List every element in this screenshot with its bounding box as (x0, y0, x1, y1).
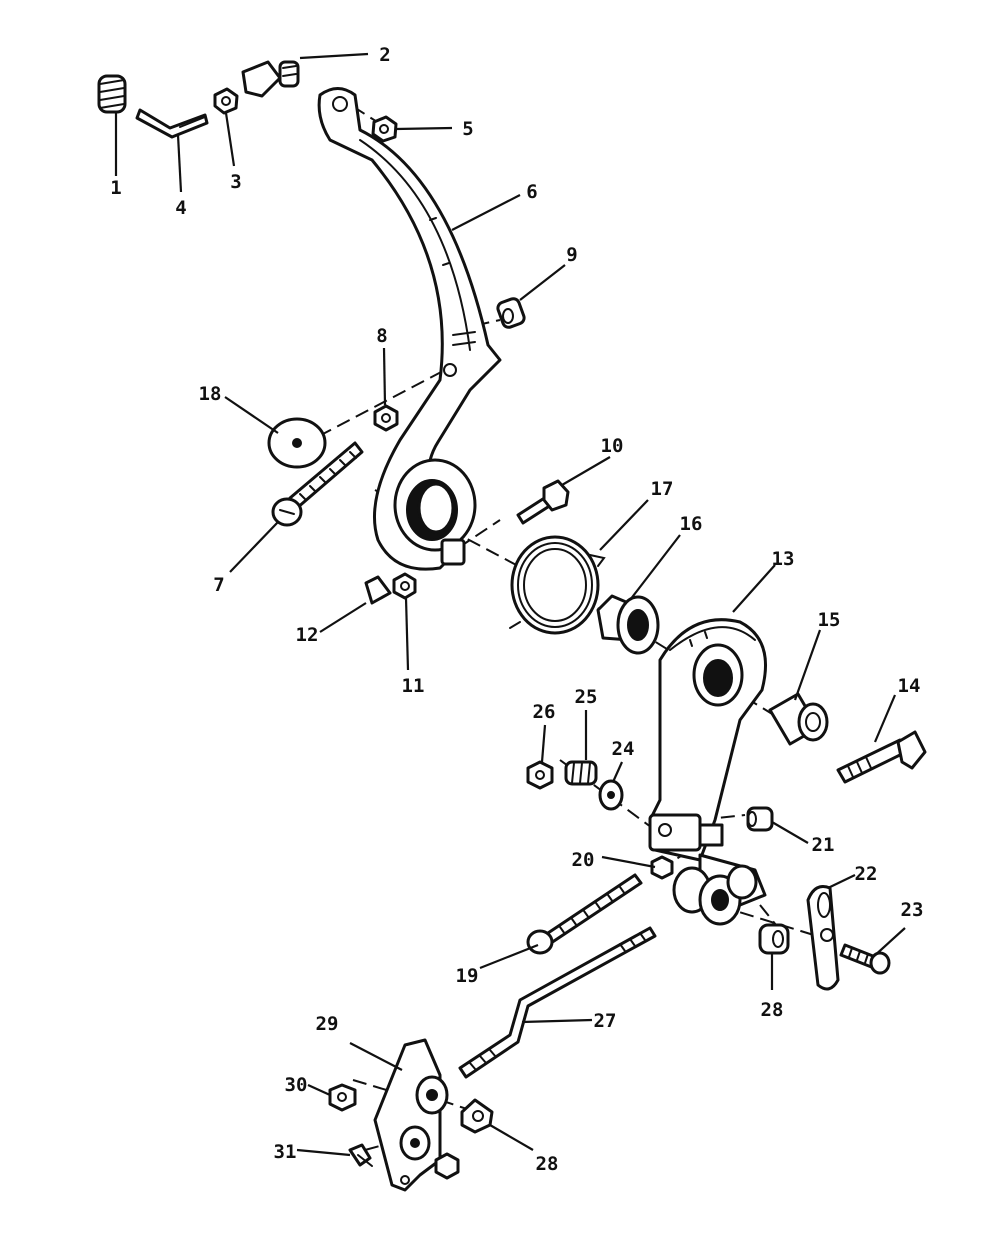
part-22-link (806, 885, 840, 991)
part-2-swivel (241, 60, 300, 98)
part-8-nut (373, 404, 399, 432)
callout-28-upper: 28 (761, 999, 784, 1021)
callout-labels: 1 2 3 4 5 6 7 8 9 10 11 12 13 14 15 16 1… (110, 44, 923, 1175)
part-31-screw (348, 1143, 373, 1167)
part-6-upper-arm (317, 87, 502, 571)
part-4-l-rod (135, 108, 209, 139)
part-3-nut (213, 87, 239, 115)
part-23-screw (839, 943, 891, 975)
callout-31: 31 (274, 1141, 297, 1163)
part-30-nut (328, 1083, 357, 1112)
callout-24: 24 (612, 738, 635, 760)
callout-16: 16 (680, 513, 703, 535)
part-13-lower-arm (648, 618, 767, 907)
part-9-sleeve (496, 297, 526, 329)
callout-15: 15 (818, 609, 841, 631)
callout-25: 25 (575, 686, 598, 708)
leader-lines (114, 52, 906, 1157)
callout-11: 11 (402, 675, 425, 697)
callout-12: 12 (296, 624, 319, 646)
part-24-washer (598, 779, 624, 811)
part-25-spring (564, 760, 598, 786)
part-11-nut (392, 572, 417, 600)
part-15-sleeve (768, 692, 829, 746)
callout-27: 27 (594, 1010, 617, 1032)
callout-5: 5 (462, 118, 473, 140)
callout-7: 7 (213, 574, 224, 596)
part-21-sleeve (746, 806, 774, 832)
part-19-screw (526, 873, 643, 955)
part-14-bolt (836, 730, 927, 784)
callout-14: 14 (898, 675, 921, 697)
part-10-bolt (516, 479, 570, 525)
part-7-bolt (271, 441, 364, 527)
callout-2: 2 (379, 44, 390, 66)
callout-4: 4 (175, 197, 186, 219)
callout-23: 23 (901, 899, 924, 921)
part-18-washer (267, 417, 327, 469)
callout-8: 8 (376, 325, 387, 347)
callout-10: 10 (601, 435, 624, 457)
part-5-nut (371, 115, 398, 143)
callout-20: 20 (572, 849, 595, 871)
callout-13: 13 (772, 548, 795, 570)
pivot-block (672, 864, 758, 926)
callout-21: 21 (812, 834, 835, 856)
part-28-sleeve-upper (758, 923, 790, 955)
part-26-nut (526, 760, 554, 790)
callout-19: 19 (456, 965, 479, 987)
callout-22: 22 (855, 863, 878, 885)
callout-29: 29 (316, 1013, 339, 1035)
part-17-torsion-spring (509, 535, 606, 635)
callout-17: 17 (651, 478, 674, 500)
part-27-rod (458, 926, 657, 1079)
callout-9: 9 (566, 244, 577, 266)
part-1-spring (97, 74, 127, 114)
callout-18: 18 (199, 383, 222, 405)
callout-28-lower: 28 (536, 1153, 559, 1175)
plate-nut (434, 1152, 460, 1180)
callout-6: 6 (526, 181, 537, 203)
callout-26: 26 (533, 701, 556, 723)
part-16-bushing (596, 594, 660, 655)
part-28-sleeve-lower (460, 1098, 494, 1134)
part-12-cap (364, 575, 392, 605)
callout-1: 1 (110, 177, 121, 199)
callout-30: 30 (285, 1074, 308, 1096)
callout-3: 3 (230, 171, 241, 193)
part-20-nut (650, 855, 674, 880)
